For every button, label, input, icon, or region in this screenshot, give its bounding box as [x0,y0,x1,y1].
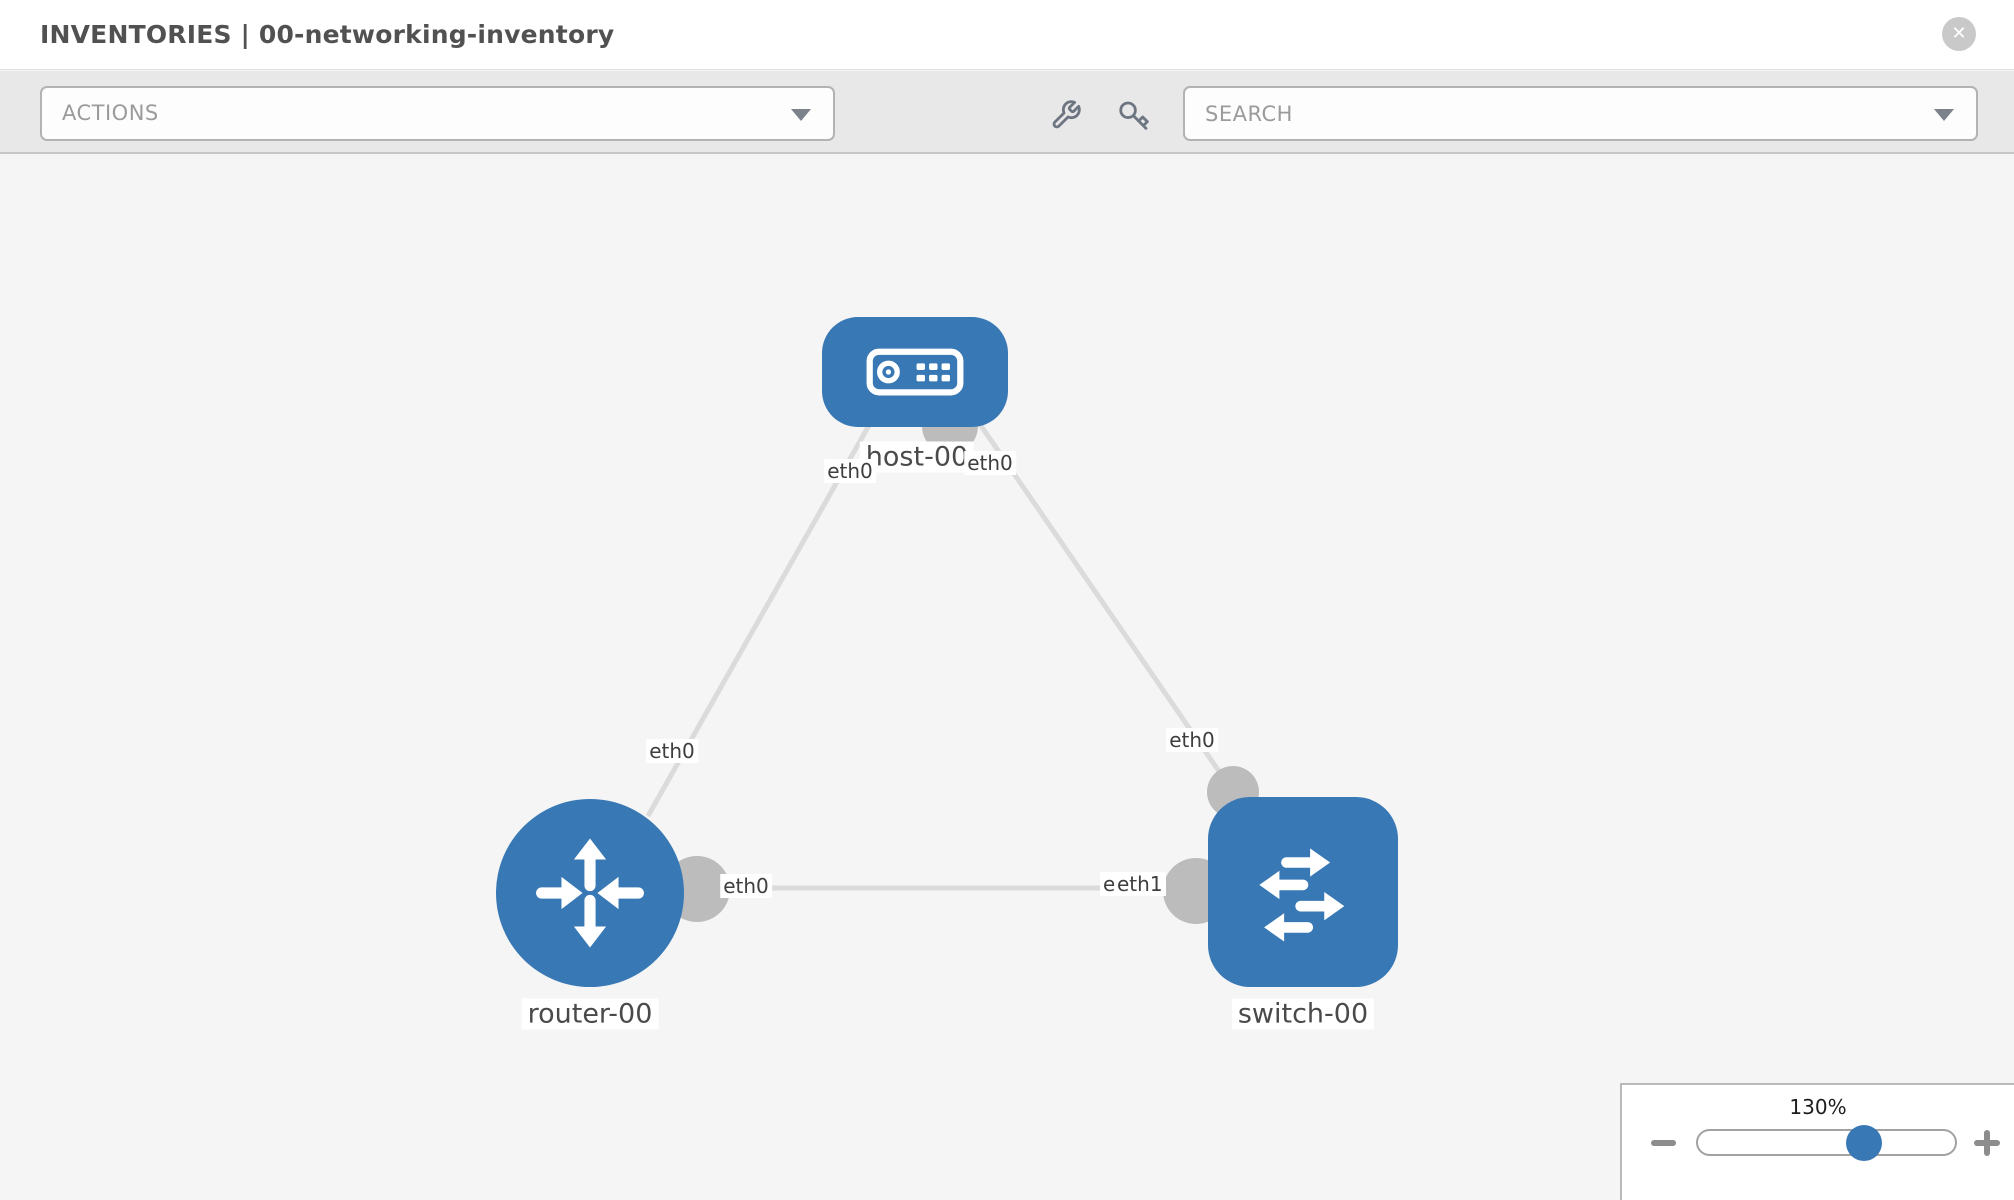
zoom-level-value: 130% [1789,1095,1847,1119]
chevron-down-icon [1934,109,1954,121]
zoom-slider-knob[interactable] [1846,1125,1882,1161]
node-label-router: router-00 [521,998,659,1030]
interface-label-host-router-hostend: eth0 [824,459,876,483]
zoom-in-icon[interactable] [1974,1130,2000,1156]
interface-label-host-router-routerend: eth0 [646,739,698,763]
page-title: INVENTORIES | 00-networking-inventory [40,20,615,49]
interface-label-over: eth1 [1114,872,1166,896]
actions-dropdown[interactable]: ACTIONS [40,86,835,141]
interface-label-router-switch-switchend: eth0 eth1 [1100,872,1166,896]
node-label-host: host-00 [859,441,975,473]
window-header: INVENTORIES | 00-networking-inventory ✕ [0,0,2014,70]
node-label-switch: switch-00 [1231,998,1375,1030]
key-icon[interactable] [1118,99,1150,131]
zoom-out-icon[interactable] [1651,1140,1676,1146]
router-icon [536,838,644,948]
topology-links [630,398,1259,924]
interface-label-host-switch-switchend: eth0 [1166,728,1218,752]
search-dropdown[interactable] [1183,86,1978,141]
interface-label-host-switch-hostend: eth0 [964,451,1016,475]
close-icon[interactable]: ✕ [1942,17,1976,51]
wrench-icon[interactable] [1050,99,1082,131]
zoom-control-panel: 130% [1620,1083,2014,1200]
chevron-down-icon [791,109,811,121]
host-icon [866,348,964,396]
interface-label-router-switch-routerend: eth0 [720,874,772,898]
actions-dropdown-label: ACTIONS [62,101,159,125]
node-router-00[interactable] [496,799,684,987]
search-input[interactable] [1185,88,1976,139]
node-switch-00[interactable] [1208,797,1398,987]
topology-canvas[interactable]: host-00 router-00 switch-00 eth0 eth0 et… [0,154,2014,1200]
node-host-00[interactable] [822,317,1008,427]
zoom-slider-track[interactable] [1696,1129,1957,1156]
switch-icon [1259,848,1345,942]
toolbar: ACTIONS [0,71,2014,154]
